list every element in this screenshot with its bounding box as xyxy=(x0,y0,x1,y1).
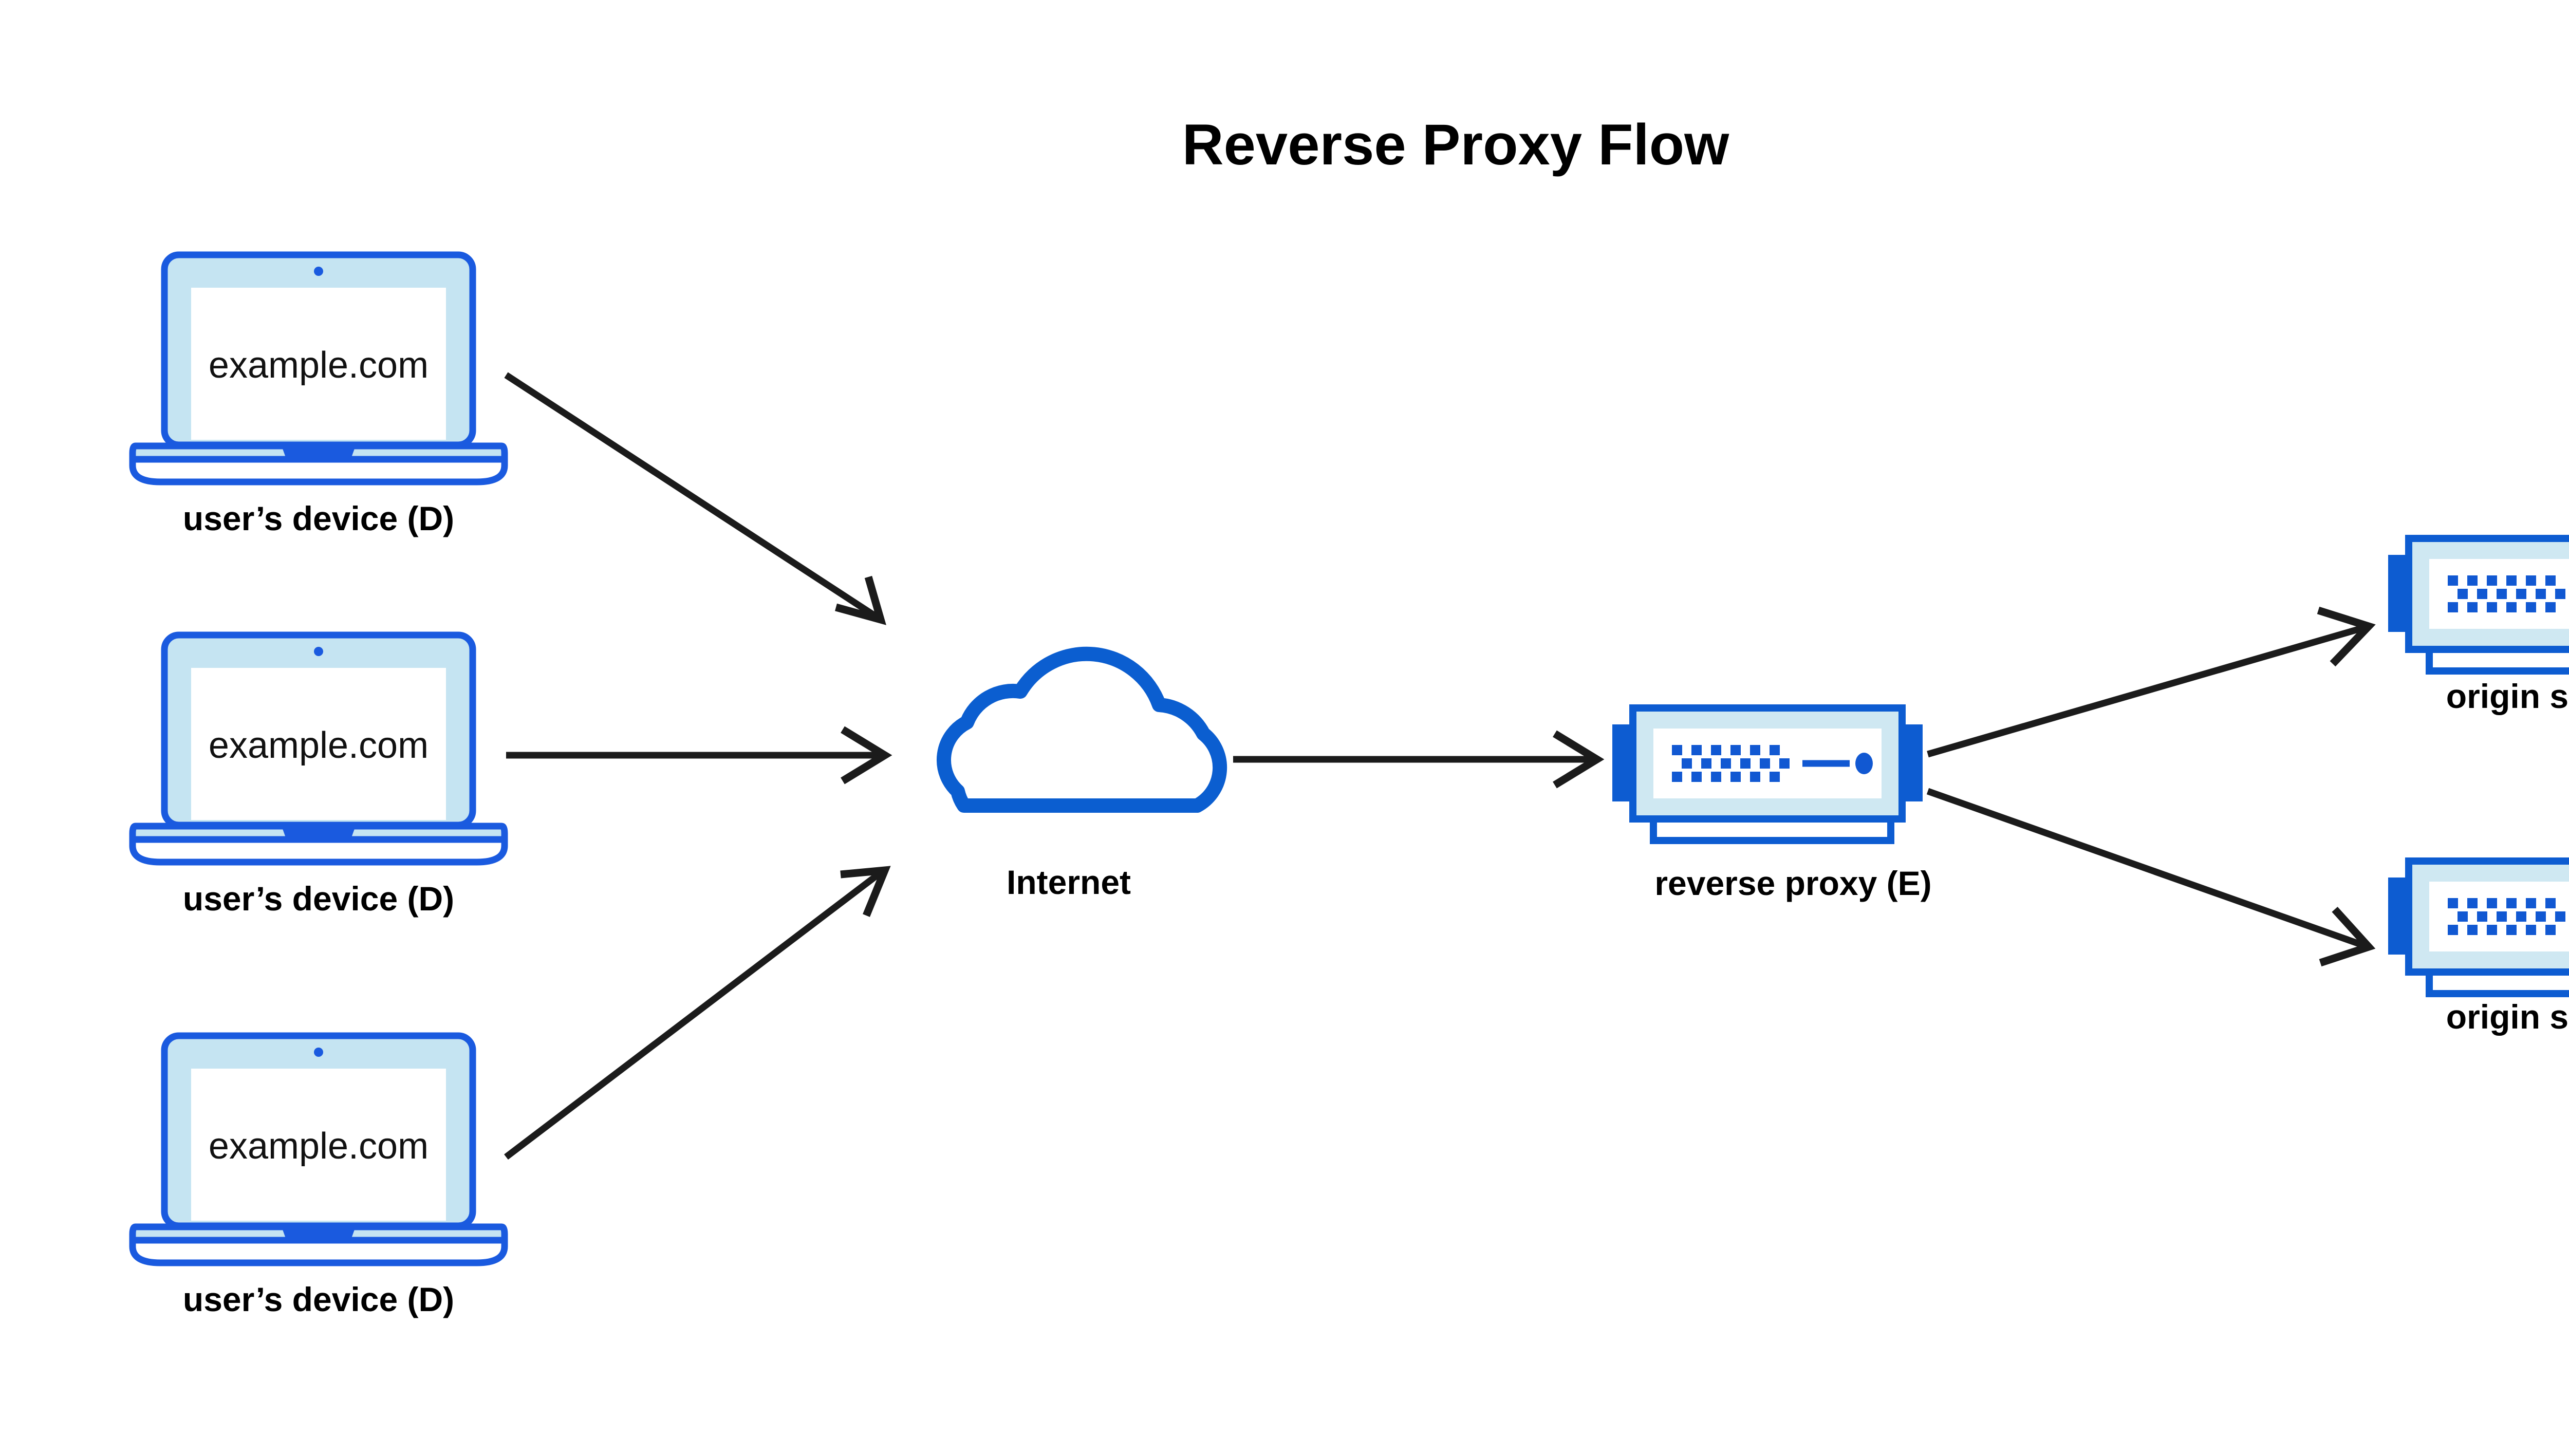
page-title: Reverse Proxy Flow xyxy=(1182,113,1729,177)
node-client-3[interactable]: example.com user’s device (D) xyxy=(133,1036,505,1318)
client-label: user’s device (D) xyxy=(183,499,454,537)
node-origin-1[interactable]: origin server (F) xyxy=(2388,538,2569,715)
node-reverse-proxy[interactable]: reverse proxy (E) xyxy=(1612,708,1932,902)
client-screen-text: example.com xyxy=(209,1126,429,1167)
server-icon xyxy=(2388,538,2569,671)
edge-proxy-origin1 xyxy=(1927,606,2376,758)
server-icon xyxy=(1612,708,1923,841)
cloud-icon xyxy=(944,654,1220,806)
node-client-1[interactable]: example.com user’s device (D) xyxy=(133,255,505,537)
client-label: user’s device (D) xyxy=(183,880,454,918)
origin-server-label: origin server (F) xyxy=(2446,998,2569,1036)
edge-client3-internet xyxy=(504,866,891,1160)
edge-client2-internet xyxy=(506,726,892,785)
client-screen-text: example.com xyxy=(209,725,429,766)
node-client-2[interactable]: example.com user’s device (D) xyxy=(133,635,505,918)
edge-internet-proxy xyxy=(1233,730,1605,789)
server-icon xyxy=(2388,861,2569,994)
edge-proxy-origin2 xyxy=(1926,788,2376,967)
client-label: user’s device (D) xyxy=(183,1280,454,1318)
node-internet[interactable]: Internet xyxy=(944,654,1220,901)
client-screen-text: example.com xyxy=(209,345,429,386)
origin-server-label: origin server (F) xyxy=(2446,677,2569,715)
edge-client1-internet xyxy=(504,372,886,625)
reverse-proxy-label: reverse proxy (E) xyxy=(1654,864,1931,902)
node-origin-2[interactable]: origin server (F) xyxy=(2388,861,2569,1036)
internet-label: Internet xyxy=(1007,863,1131,901)
